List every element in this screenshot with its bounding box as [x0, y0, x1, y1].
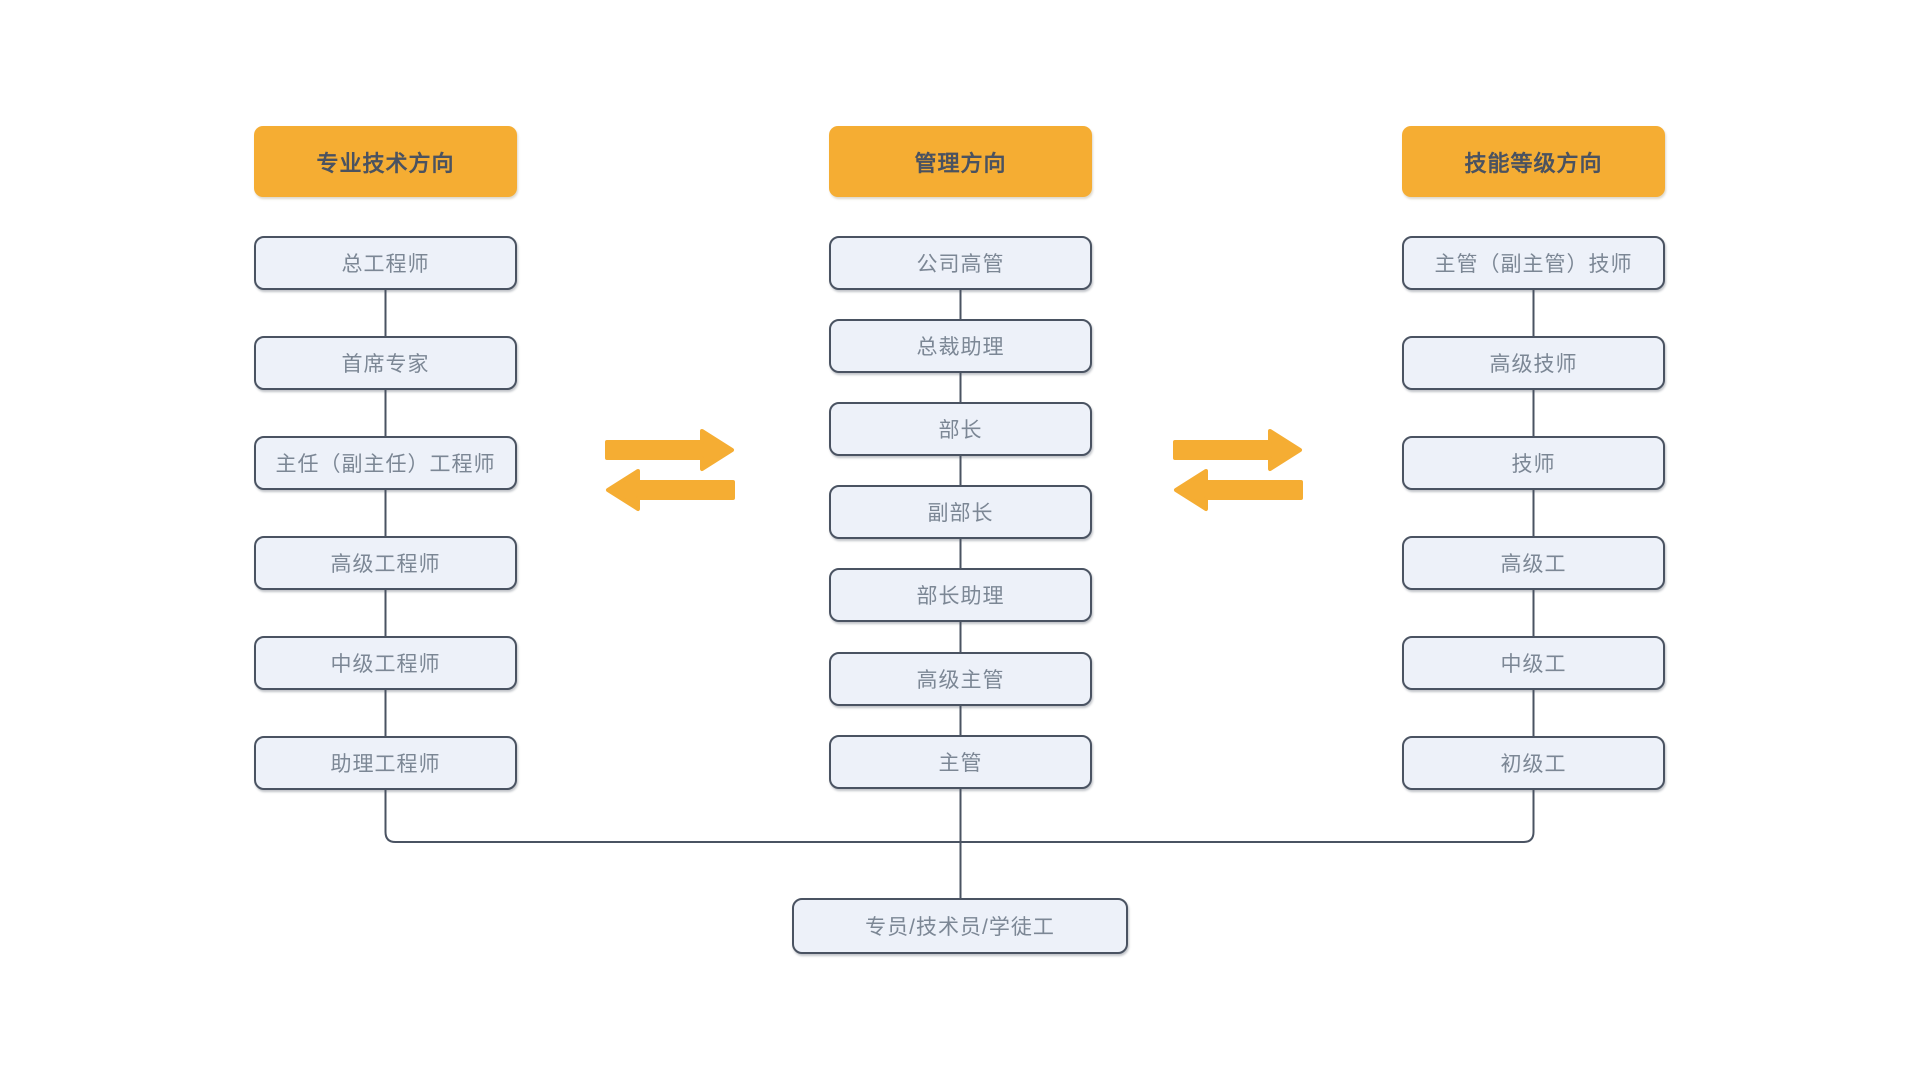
box-chief-deputy-technician: 主管（副主管）技师: [1402, 236, 1665, 290]
box-department-head: 部长: [829, 402, 1092, 456]
box-senior-engineer: 高级工程师: [254, 536, 517, 590]
box-deputy-department-head: 副部长: [829, 485, 1092, 539]
swap-arrows-icon: [1173, 429, 1303, 511]
box-chief-expert: 首席专家: [254, 336, 517, 390]
header-skill-grade-track: 技能等级方向: [1402, 126, 1665, 197]
box-chief-engineer: 总工程师: [254, 236, 517, 290]
box-department-head-assistant: 部长助理: [829, 568, 1092, 622]
box-director-deputy-engineer: 主任（副主任）工程师: [254, 436, 517, 490]
box-intermediate-engineer: 中级工程师: [254, 636, 517, 690]
box-senior-technician: 高级技师: [1402, 336, 1665, 390]
box-specialist-technician-apprentice: 专员/技术员/学徒工: [792, 898, 1128, 954]
header-professional-track: 专业技术方向: [254, 126, 517, 197]
box-company-executive: 公司高管: [829, 236, 1092, 290]
box-senior-worker: 高级工: [1402, 536, 1665, 590]
box-president-assistant: 总裁助理: [829, 319, 1092, 373]
header-management-track: 管理方向: [829, 126, 1092, 197]
box-assistant-engineer: 助理工程师: [254, 736, 517, 790]
box-junior-worker: 初级工: [1402, 736, 1665, 790]
swap-arrows-icon: [605, 429, 735, 511]
box-technician: 技师: [1402, 436, 1665, 490]
box-intermediate-worker: 中级工: [1402, 636, 1665, 690]
box-supervisor: 主管: [829, 735, 1092, 789]
box-senior-supervisor: 高级主管: [829, 652, 1092, 706]
